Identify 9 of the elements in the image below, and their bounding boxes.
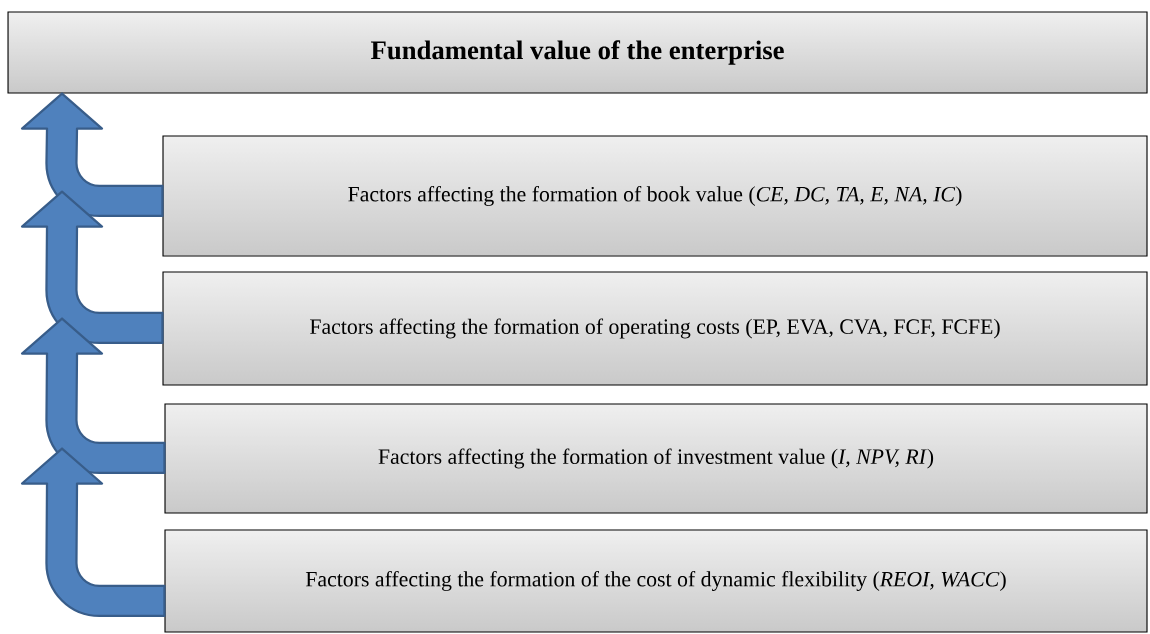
heading-box: Fundamental value of the enterprise	[7, 11, 1148, 94]
factor-box: Factors affecting the formation of investment value (I, NPV, RI)	[164, 403, 1148, 514]
factor-box: Factors affecting the formation of the cost of dynamic flexibility (REOI, WACC)	[164, 529, 1148, 633]
block-arrow	[20, 92, 164, 218]
factor-box: Factors affecting the formation of operating costs (EP, EVA, CVA, FCF, FCFE)	[162, 271, 1148, 386]
factor-box: Factors affecting the formation of book value (CE, DC, TA, E, NA, IC)	[162, 135, 1148, 257]
block-arrow	[20, 190, 164, 345]
block-arrow	[20, 317, 166, 475]
block-arrow	[20, 447, 166, 618]
